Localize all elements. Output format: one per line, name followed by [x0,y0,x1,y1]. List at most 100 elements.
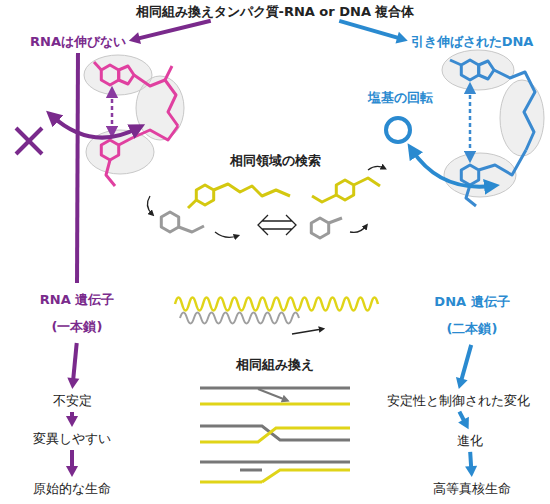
strand-helix [175,298,378,335]
node-text: 相同組み換えタンパク質-RNA or DNA 複合体 [136,3,415,20]
rna-molecule-part [165,66,172,80]
connector-line [73,343,76,379]
cross-mark-part [16,128,42,154]
recombination-scheme-part [200,461,350,464]
dna-molecule-part [469,88,472,157]
search-molecules-part [329,218,342,223]
search-molecules-part [354,178,380,186]
cross-mark-part [16,128,42,154]
strand-helix-part [175,298,378,311]
annotation-label: 相同組み換え [236,356,314,373]
node-text: RNA 遺伝子 (一本鎖) [34,286,120,340]
search-molecules-part [311,218,328,238]
node-text: RNAは伸びない [30,33,126,50]
rna-molecule-part [106,160,115,186]
annotation-label: 相同領域の検索 [230,152,321,169]
dna-molecule-part [494,70,535,150]
rna-molecule-part [119,66,134,84]
arrow-head [66,416,78,427]
dna-molecule-part [461,60,478,80]
title-node: 相同組み換えタンパク質-RNA or DNA 複合体 [136,3,415,20]
search-molecules-part [147,196,152,214]
connector-line [462,345,472,380]
node-text: 安定性と制御された変化 [387,392,530,409]
rotation-blocked-arrow [52,116,138,138]
text-node: 進化 [457,432,483,449]
rna-molecule-part [136,76,184,140]
rna-molecule-part [101,140,118,160]
search-molecules [147,166,384,238]
label-text: 塩基の回転 [368,89,433,106]
node-text: 引き伸ばされたDNA [411,33,534,50]
arrow-head [465,466,477,477]
rotation-blocked-arrow-part [52,116,138,138]
arrow-head [458,417,469,430]
node-text: 変異しやすい [33,430,111,447]
text-node: 変異しやすい [33,430,111,447]
connector-line [70,450,74,467]
connector-arrow [339,21,407,44]
text-node: RNA 遺伝子 (一本鎖) [34,286,120,340]
node-text: 進化 [457,432,483,449]
search-molecules-part [350,226,366,232]
node-text: 高等真核生命 [433,480,511,497]
search-molecules-part [179,226,204,232]
rna-molecule-part [101,65,118,85]
rna-molecule-part [94,62,178,186]
connector-arrow [465,452,477,477]
connector-line [459,412,464,421]
rna-molecule-part [119,126,178,145]
text-node: 原始的な生命 [33,480,111,497]
search-molecules-part [161,212,342,238]
search-molecules-part [215,232,237,237]
dna-molecule-part [500,80,544,156]
label-text: 相同組み換え [236,356,314,373]
text-node: DNA 遺伝子 (二本鎖) [429,288,515,342]
connector-line [75,53,80,283]
arrow-head [67,377,79,389]
search-molecules-part [214,184,290,196]
dna-molecule-part [450,60,461,65]
connector-arrow [129,21,211,44]
arrow-head [66,466,78,477]
node-text: DNA 遺伝子 (二本鎖) [429,288,515,342]
search-molecules-part [188,178,380,208]
text-node: 安定性と制御された変化 [387,392,530,409]
dna-molecule-part [444,153,516,197]
dna-molecule-part [479,150,526,175]
label-text: 相同領域の検索 [230,152,321,169]
search-molecules-part [258,215,296,235]
search-molecules-part [161,212,178,232]
recombination-scheme-part [262,470,350,482]
recombination-scheme-part [240,469,262,472]
connector-arrow [456,345,471,389]
rna-molecule [84,55,184,186]
recombination-scheme-part [200,428,350,442]
arrow-head [395,32,407,44]
text-node: 引き伸ばされたDNA [411,33,534,50]
rna-molecule-part [111,92,114,132]
rotation-allowed [386,118,492,187]
search-molecules-part [368,166,384,170]
recombination-scheme-part [200,403,350,406]
cross-mark [16,128,42,154]
search-molecules-part [196,185,213,205]
search-molecules-part [312,195,336,202]
text-node: 高等真核生命 [433,480,511,497]
connector-arrow [66,450,78,477]
text-node: RNAは伸びない [30,33,126,50]
rotation-allowed-part [386,118,410,142]
annotation-label: 塩基の回転 [368,89,433,106]
connector-line [468,452,473,467]
text-node: 不安定 [53,392,92,409]
search-molecules-part [188,200,196,208]
arrow-head [129,32,141,44]
strand-helix-part [180,313,299,324]
arrow-head [456,377,468,389]
connector-line [339,21,398,38]
rotation-allowed-part [412,150,492,187]
recombination-scheme-part [258,389,286,400]
recombination-scheme-part [200,481,262,484]
